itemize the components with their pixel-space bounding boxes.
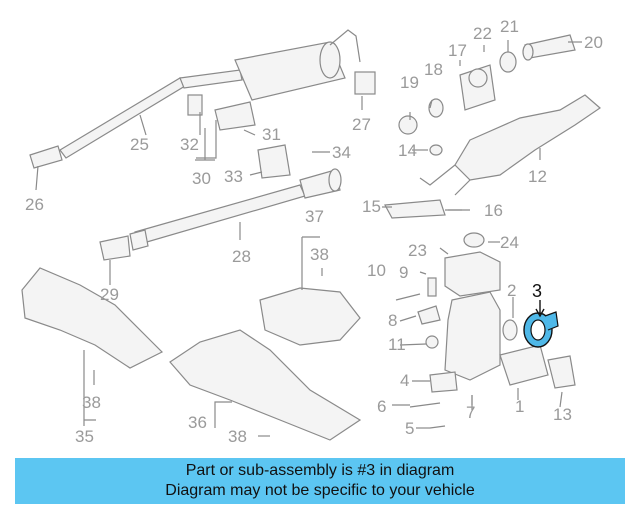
callout-20: 20	[584, 33, 603, 52]
info-banner: Part or sub-assembly is #3 in diagram Di…	[15, 458, 625, 504]
callout-22: 22	[473, 24, 492, 43]
callout-4: 4	[400, 371, 409, 390]
callout-35: 35	[75, 427, 94, 446]
callout-9: 9	[399, 263, 408, 282]
callout-38-b: 38	[82, 393, 101, 412]
callout-1: 1	[515, 397, 524, 416]
converter-group	[395, 232, 576, 429]
callout-38-c: 38	[228, 427, 247, 446]
callout-28: 28	[232, 247, 251, 266]
callout-5: 5	[405, 419, 414, 438]
heat-shields	[21, 267, 362, 441]
callout-36: 36	[188, 413, 207, 432]
callout-21: 21	[500, 17, 519, 36]
callout-26: 26	[25, 195, 44, 214]
rear-pipe-assembly	[29, 29, 376, 179]
callout-6: 6	[377, 397, 386, 416]
callout-30: 30	[192, 169, 211, 188]
callout-11: 11	[388, 335, 406, 354]
banner-line-2: Diagram may not be specific to your vehi…	[165, 482, 475, 499]
banner-line-1: Part or sub-assembly is #3 in diagram	[185, 462, 455, 479]
highlighted-clamp-part[interactable]	[523, 300, 559, 348]
callout-16: 16	[484, 201, 503, 220]
callout-27: 27	[352, 115, 371, 134]
front-pipe-catalyst	[384, 34, 601, 219]
callout-17: 17	[448, 41, 467, 60]
callout-18: 18	[424, 60, 443, 79]
callout-3: 3	[532, 281, 542, 301]
callout-13: 13	[553, 405, 572, 424]
callout-32: 32	[180, 135, 199, 154]
callout-2: 2	[507, 281, 516, 300]
callout-14: 14	[398, 141, 417, 160]
callout-7: 7	[466, 403, 475, 422]
callout-37: 37	[305, 207, 324, 226]
callout-31: 31	[262, 125, 281, 144]
leader-lines	[35, 40, 582, 437]
exhaust-parts-diagram: 1 2 3 4 5 6 7 8 9 10 11 12 13 14 15 16 1…	[21, 17, 603, 446]
callout-38-a: 38	[310, 245, 329, 264]
callout-29: 29	[100, 285, 119, 304]
callout-34: 34	[332, 143, 351, 162]
callout-23: 23	[408, 241, 427, 260]
callout-33: 33	[224, 167, 243, 186]
callout-10: 10	[367, 261, 386, 280]
callout-12: 12	[528, 167, 547, 186]
intermediate-pipe	[99, 168, 342, 261]
callout-25: 25	[130, 135, 149, 154]
callout-24: 24	[500, 233, 519, 252]
callout-19: 19	[400, 73, 419, 92]
callout-15: 15	[362, 197, 381, 216]
callout-8: 8	[388, 311, 397, 330]
callout-labels: 1 2 3 4 5 6 7 8 9 10 11 12 13 14 15 16 1…	[25, 17, 603, 446]
